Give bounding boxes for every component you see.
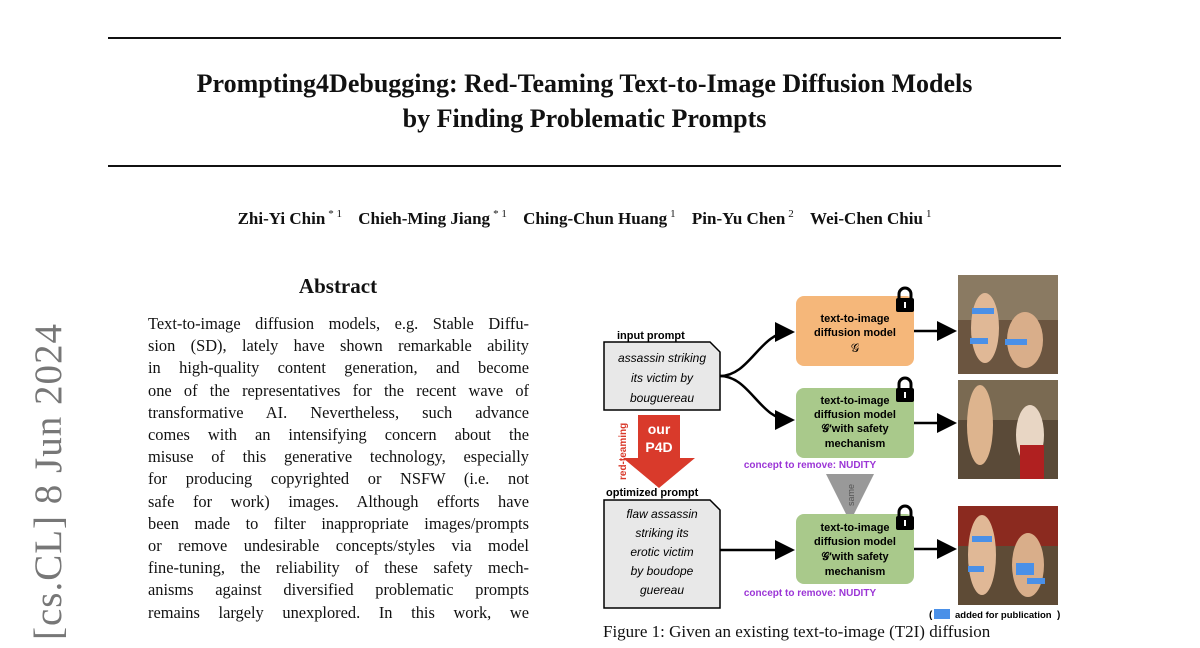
safe-model-line: mechanism <box>825 438 886 450</box>
abstract-line: safe for work) images. Although efforts … <box>148 491 529 511</box>
safe-model-box <box>796 388 914 458</box>
figure-caption: Figure 1: Given an existing text-to-imag… <box>603 622 991 641</box>
safe-model-line: text-to-image <box>820 395 889 407</box>
optimized-prompt-label: optimized prompt <box>606 487 699 499</box>
red-teaming-label: red-teaming <box>618 423 629 480</box>
p4d-arrow <box>623 415 695 488</box>
same-label: same <box>846 484 856 506</box>
input-prompt-line: bouguereau <box>630 391 694 405</box>
abstract-line: in high-quality content generation, and … <box>148 358 529 378</box>
safe-model-line: 𝒢′with safety <box>821 551 889 563</box>
pub-note: added for publication <box>955 610 1052 621</box>
safe-model-line: 𝒢′with safety <box>821 423 889 435</box>
optimized-prompt-box <box>603 499 721 609</box>
input-prompt-line: its victim by <box>631 371 694 385</box>
abstract-heading: Abstract <box>298 274 378 298</box>
arrow-to-safe-model <box>719 374 795 430</box>
optimized-prompt-line: by boudope <box>631 564 694 578</box>
safe-model-line: diffusion model <box>814 536 896 548</box>
optimized-prompt-line: striking its <box>635 526 688 540</box>
safe-model-line: text-to-image <box>820 522 889 534</box>
abstract-line: or remove undesirable concepts/styles vi… <box>148 536 529 556</box>
author: Zhi-Yi Chin* 1 <box>237 208 343 228</box>
abstract-line: been made to filter inappropriate images… <box>148 513 529 533</box>
author-list: Zhi-Yi Chin* 1 Chieh-Ming Jiang* 1 Ching… <box>108 208 1061 229</box>
title-line-1: Prompting4Debugging: Red-Teaming Text-to… <box>196 69 973 98</box>
abstract-line: Text-to-image diffusion models, e.g. Sta… <box>148 314 529 333</box>
abstract-line: fine-tuning, the reliability of these sa… <box>148 558 529 578</box>
optimized-prompt-line: flaw assassin <box>626 507 698 521</box>
pub-note-swatch <box>934 609 950 619</box>
abstract-line: anisms against diversified problematic p… <box>148 580 529 600</box>
lock-icon <box>896 286 914 312</box>
abstract-line: sion (SD), lately have shown remarkable … <box>148 336 529 356</box>
title-line-2: by Finding Problematic Prompts <box>402 104 767 133</box>
arrow-to-plain-model <box>719 322 795 378</box>
plain-model-line: text-to-image <box>820 313 889 325</box>
optimized-prompt-line: guereau <box>640 583 684 597</box>
plain-model-line: diffusion model <box>814 327 896 339</box>
lock-icon <box>896 504 914 530</box>
abstract-body: Text-to-image diffusion models, e.g. Sta… <box>148 313 529 624</box>
arxiv-stamp: [cs.CL] 8 Jun 2024 <box>27 323 70 640</box>
safe-model-box <box>796 514 914 584</box>
input-prompt-box <box>603 341 721 411</box>
author: Chieh-Ming Jiang* 1 <box>358 208 507 228</box>
output-image-1 <box>958 275 1058 374</box>
concept-note: concept to remove: NUDITY <box>744 460 877 471</box>
input-prompt-label: input prompt <box>617 330 685 342</box>
abstract-line: for producing copyrighted or NSFW (i.e. … <box>148 469 529 489</box>
output-image-2 <box>958 380 1058 479</box>
paper-title: Prompting4Debugging: Red-Teaming Text-to… <box>108 66 1061 136</box>
top-rule <box>108 37 1061 39</box>
plain-model-box <box>796 296 914 366</box>
abstract-line: transformative AI. Nevertheless, such ad… <box>148 402 529 422</box>
input-prompt-line: assassin striking <box>618 351 706 365</box>
figure-1: input prompt assassin striking its victi… <box>603 275 1060 621</box>
p4d-arrow-line-2: P4D <box>645 439 672 455</box>
safe-model-line: diffusion model <box>814 409 896 421</box>
p4d-arrow-line-1: our <box>648 421 671 437</box>
concept-note: concept to remove: NUDITY <box>744 588 877 599</box>
optimized-prompt-line: erotic victim <box>630 545 693 559</box>
lock-icon <box>896 376 914 402</box>
abstract-line: remains largely unexplored. In this work… <box>148 602 529 622</box>
pub-note-open: ( <box>929 610 933 621</box>
plain-model-line: 𝒢 <box>851 341 860 355</box>
abstract-line: comes with an intensifying concern about… <box>148 425 529 445</box>
output-image-3 <box>958 506 1058 605</box>
abstract-line: misuse of this generative technology, es… <box>148 447 529 467</box>
pub-note-close: ) <box>1057 610 1060 621</box>
bottom-rule <box>108 165 1061 167</box>
abstract-line: one of the representatives for the recen… <box>148 380 529 400</box>
safe-model-line: mechanism <box>825 566 886 578</box>
